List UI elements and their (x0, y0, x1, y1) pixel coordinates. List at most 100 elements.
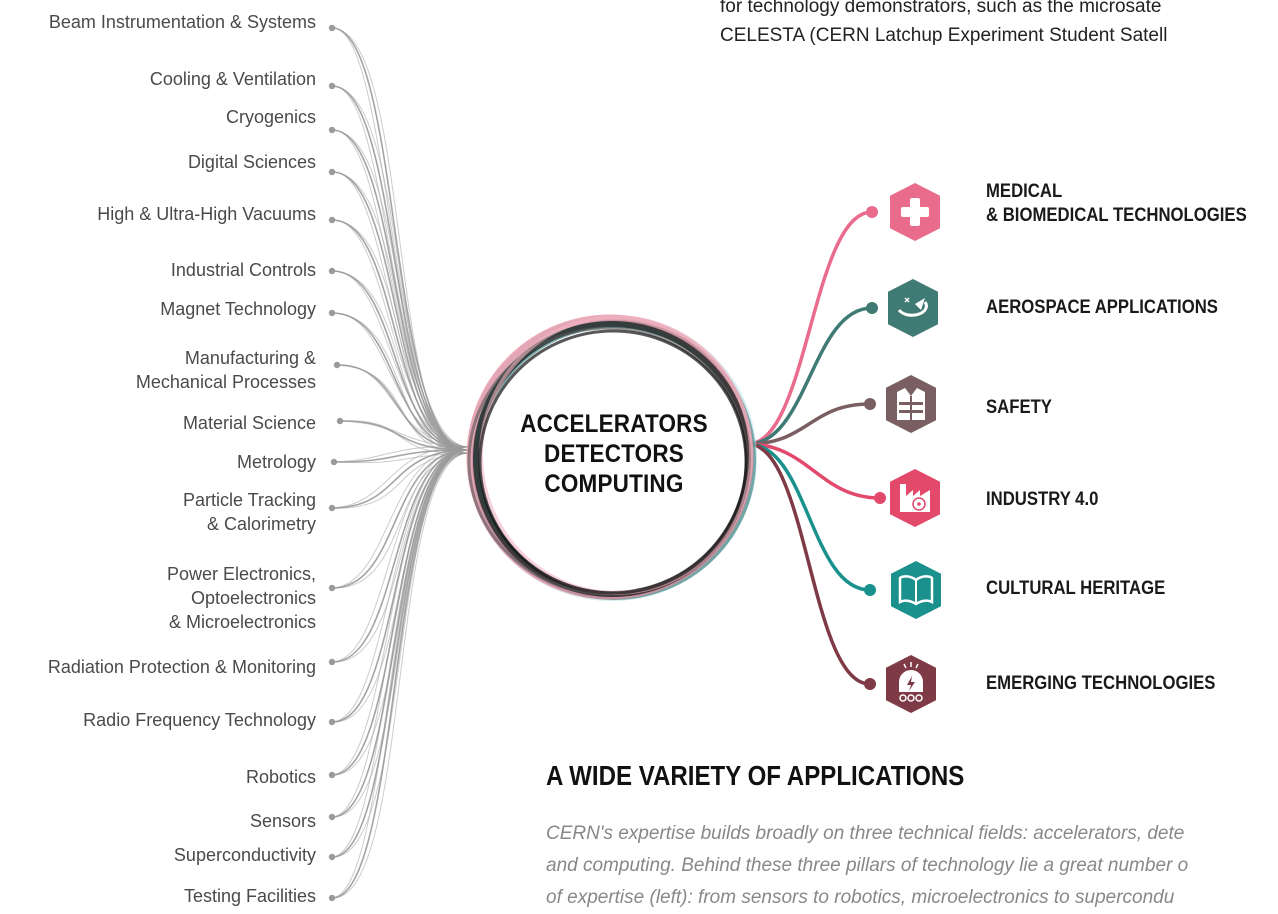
expertise-connector (331, 129, 469, 448)
expertise-dot (330, 458, 338, 466)
expertise-dot (328, 216, 336, 224)
application-connector (747, 442, 871, 592)
expertise-connector (331, 452, 469, 858)
expertise-label: Material Science (182, 413, 316, 433)
expertise-item: Sensors (250, 809, 316, 833)
factory-atom-icon (900, 484, 930, 512)
expertise-connector (331, 446, 469, 663)
hub-title: ACCELERATORS DETECTORS COMPUTING (511, 409, 716, 499)
expertise-connector (333, 449, 469, 463)
expertise-label: Cryogenics (225, 107, 316, 127)
section-title: A WIDE VARIETY OF APPLICATIONS (546, 760, 965, 791)
expertise-connector (331, 171, 469, 451)
intro-text: for technology demonstrators, such as th… (720, 0, 1167, 50)
application-label-line: AEROSPACE APPLICATIONS (986, 297, 1218, 318)
application-dot (874, 492, 886, 504)
application-dot (866, 206, 878, 218)
expertise-dot (328, 309, 336, 317)
expertise-label: Robotics (245, 767, 316, 787)
expertise-label: Superconductivity (173, 845, 316, 865)
hub-line: COMPUTING (544, 470, 684, 498)
expertise-label: Power Electronics, (166, 564, 316, 584)
expertise-item: Particle Tracking & Calorimetry (183, 488, 316, 536)
expertise-dot (328, 718, 336, 726)
expertise-label: Radiation Protection & Monitoring (47, 657, 316, 677)
expertise-label: Mechanical Processes (135, 372, 316, 392)
expertise-connector (331, 219, 469, 451)
expertise-connector (331, 85, 469, 451)
expertise-label: Industrial Controls (170, 260, 316, 280)
expertise-dot (328, 771, 336, 779)
expertise-connector (331, 85, 469, 448)
application-label: EMERGING TECHNOLOGIES (986, 672, 1215, 696)
safety-vest-icon (897, 388, 925, 420)
expertise-dot (328, 658, 336, 666)
expertise-connector (331, 446, 469, 723)
application-label-line: INDUSTRY 4.0 (986, 489, 1099, 510)
medical-cross-icon (901, 198, 929, 226)
section-body-line: and computing. Behind these three pillar… (546, 855, 1189, 876)
expertise-connector (331, 219, 469, 448)
expertise-dot (328, 504, 336, 512)
application-label: INDUSTRY 4.0 (986, 488, 1098, 512)
expertise-item: Manufacturing &Mechanical Processes (136, 346, 316, 394)
expertise-connector (331, 446, 469, 899)
expertise-connector (333, 446, 469, 463)
expertise-item: Cooling & Ventilation (150, 67, 316, 91)
expertise-item: Industrial Controls (171, 258, 316, 282)
hub-line: DETECTORS (544, 440, 684, 468)
expertise-connector (331, 312, 469, 451)
expertise-connector (331, 449, 469, 899)
expertise-dot (328, 853, 336, 861)
application-connector (747, 402, 871, 446)
section-body-line: CERN's expertise builds broadly on three… (546, 823, 1185, 844)
expertise-dot (336, 417, 344, 425)
expertise-label: & Calorimetry (206, 514, 316, 534)
expertise-item: Digital Sciences (188, 150, 316, 174)
expertise-dot (333, 361, 341, 369)
expertise-dot (328, 267, 336, 275)
expertise-label: Particle Tracking (182, 490, 316, 510)
application-connector (747, 442, 881, 500)
expertise-item: Superconductivity (174, 843, 316, 867)
satellite-orbit-icon (897, 297, 928, 317)
expertise-connector (331, 449, 469, 663)
expertise-item: Magnet Technology (160, 297, 316, 321)
expertise-label: Magnet Technology (160, 299, 316, 319)
intro-line: CELESTA (CERN Latchup Experiment Student… (720, 25, 1168, 46)
expertise-connector (331, 129, 469, 451)
expertise-item: Material Science (183, 411, 316, 435)
expertise-connector (331, 446, 469, 818)
application-connector (747, 210, 873, 446)
expertise-connector (331, 270, 469, 454)
expertise-item: Radio Frequency Technology (83, 708, 316, 732)
application-dot (864, 398, 876, 410)
section-body: CERN's expertise builds broadly on three… (546, 818, 1188, 914)
application-dot (864, 584, 876, 596)
expertise-connector (331, 446, 469, 776)
hub-ring (466, 314, 757, 601)
expertise-label: High & Ultra-High Vacuums (97, 204, 316, 224)
expertise-connector (331, 312, 469, 454)
expertise-label: Radio Frequency Technology (83, 710, 316, 730)
expertise-connector (331, 446, 469, 589)
expertise-label: Testing Facilities (183, 886, 316, 906)
expertise-item: Beam Instrumentation & Systems (49, 10, 316, 34)
application-label-line: EMERGING TECHNOLOGIES (986, 673, 1216, 694)
expertise-label: Sensors (249, 811, 316, 831)
expertise-item: Cryogenics (226, 105, 316, 129)
hub-line: ACCELERATORS (520, 410, 708, 438)
application-label: SAFETY (986, 396, 1052, 420)
application-connector (747, 306, 873, 446)
expertise-connector (331, 270, 469, 448)
expertise-dot (328, 584, 336, 592)
expertise-connector (331, 452, 469, 899)
application-label: MEDICAL& BIOMEDICAL TECHNOLOGIES (986, 180, 1247, 228)
section-body-line: of expertise (left): from sensors to rob… (546, 887, 1175, 908)
expertise-dot (328, 126, 336, 134)
application-dot (866, 302, 878, 314)
application-connector (747, 442, 871, 686)
expertise-item: Metrology (237, 450, 316, 474)
expertise-item: Robotics (246, 765, 316, 789)
